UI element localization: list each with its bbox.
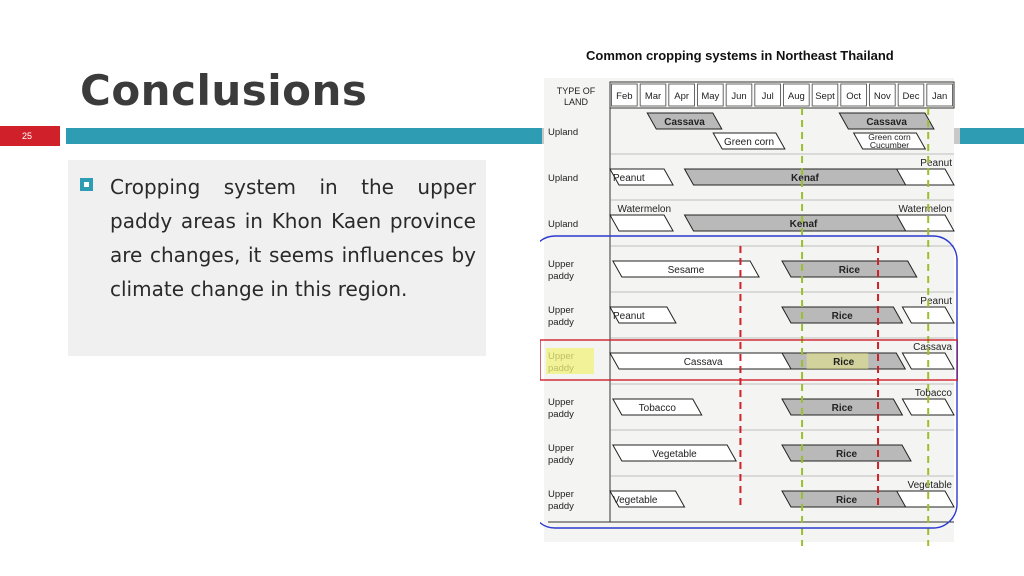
crop-label: Peanut	[613, 311, 645, 322]
crop-bar	[838, 112, 935, 130]
land-type-header: LAND	[564, 97, 589, 107]
figure-caption: Common cropping systems in Northeast Tha…	[586, 48, 894, 63]
land-type-label: Upland	[548, 127, 578, 138]
yellow-highlight	[546, 348, 594, 374]
month-label: May	[701, 91, 719, 102]
month-cell	[725, 83, 753, 107]
land-type-label: paddy	[548, 455, 574, 466]
land-type-label: paddy	[548, 409, 574, 420]
month-cell	[897, 83, 925, 107]
month-label: Apr	[674, 91, 689, 102]
month-cell	[697, 83, 724, 107]
crop-bar	[609, 214, 674, 232]
crop-label: Rice	[836, 449, 858, 460]
crop-bar	[781, 352, 907, 370]
land-type-label: paddy	[548, 317, 574, 328]
month-cell	[783, 83, 810, 107]
land-type-label: paddy	[548, 501, 574, 512]
land-type-header: TYPE OF	[557, 86, 596, 96]
crop-label: Peanut	[613, 173, 645, 184]
month-label: Aug	[788, 91, 805, 102]
month-cell	[811, 83, 839, 107]
crop-bar	[612, 444, 737, 462]
crop-label: Tobacco	[915, 388, 953, 399]
month-header-row	[609, 81, 955, 109]
month-label: Jun	[731, 91, 746, 102]
crop-label: Kenaf	[790, 219, 818, 230]
crop-label: Tobacco	[639, 403, 677, 414]
land-type-label: Upper	[548, 305, 574, 316]
crop-label: Vegetable	[613, 495, 658, 506]
cropping-calendar-figure: Feb Mar Apr May Jun Jul Aug Sept Oct Nov Dec Jan TYP…	[540, 78, 958, 546]
month-label: Nov	[874, 91, 891, 102]
crop-label: Peanut	[920, 296, 952, 307]
land-type-label: Upland	[548, 219, 578, 230]
crop-bar	[612, 398, 703, 416]
crop-bar	[895, 490, 955, 508]
content-box	[68, 160, 486, 356]
month-cell	[869, 83, 896, 107]
month-cell	[840, 83, 867, 107]
crop-bar	[609, 306, 677, 324]
crop-label: Cassava	[664, 117, 705, 128]
cassava-row-outline	[540, 339, 958, 381]
crop-bar	[852, 132, 927, 150]
month-label: Mar	[645, 91, 661, 102]
month-label: Feb	[616, 91, 632, 102]
month-cell	[639, 83, 667, 107]
crop-label: Watermelon	[898, 204, 952, 215]
crop-label: Rice	[832, 311, 854, 322]
crop-bar	[712, 132, 786, 150]
month-label: Dec	[903, 91, 920, 102]
square-bullet-icon	[80, 178, 93, 191]
month-label: Sept	[815, 91, 835, 102]
crop-bar	[612, 260, 760, 278]
crop-label: Cassava	[684, 357, 723, 368]
upper-paddy-outline	[540, 235, 958, 529]
crop-label: Vegetable	[652, 449, 697, 460]
month-cell	[754, 83, 781, 107]
crop-label: Sesame	[668, 265, 705, 276]
header-rule-right	[960, 128, 1024, 144]
crop-label: Green corn	[724, 137, 774, 148]
crop-label: Cucumber	[870, 140, 909, 150]
crop-label: Rice	[833, 357, 855, 368]
slide-number: 25	[0, 126, 60, 146]
crop-label: Cassava	[913, 342, 952, 353]
crop-label: Green corn	[868, 132, 911, 142]
month-label: Jan	[932, 91, 947, 102]
crop-bar	[781, 306, 904, 324]
bullet-text: Cropping system in the upper paddy areas…	[110, 175, 476, 301]
crop-label: Rice	[836, 495, 858, 506]
crop-label: Rice	[832, 403, 854, 414]
crop-bar	[895, 168, 955, 186]
crop-label: Peanut	[920, 158, 952, 169]
land-type-label: Upper	[548, 443, 574, 454]
crop-bar	[609, 168, 674, 186]
month-label: Jul	[762, 91, 774, 102]
month-label: Oct	[846, 91, 861, 102]
month-cell	[611, 83, 638, 107]
yellow-highlight	[806, 353, 869, 369]
header-rule	[66, 128, 542, 144]
crop-label: Vegetable	[908, 480, 953, 491]
crop-bar	[895, 214, 955, 232]
land-type-label: Upper	[548, 397, 574, 408]
land-type-label: paddy	[548, 271, 574, 282]
crop-bar	[609, 490, 686, 508]
crop-bar	[646, 112, 723, 130]
month-cell	[668, 83, 695, 107]
land-type-label: Upland	[548, 173, 578, 184]
month-cell	[926, 83, 953, 107]
crop-label: Cassava	[866, 117, 907, 128]
crop-label: Watermelon	[618, 204, 672, 215]
crop-bar	[781, 260, 918, 278]
crop-label: Kenaf	[791, 173, 819, 184]
crop-bar	[901, 398, 955, 416]
crop-label: Rice	[839, 265, 861, 276]
crop-bar	[781, 398, 904, 416]
land-type-label: Upper	[548, 489, 574, 500]
page-title: Conclusions	[80, 66, 368, 115]
land-type-label: Upper	[548, 259, 574, 270]
